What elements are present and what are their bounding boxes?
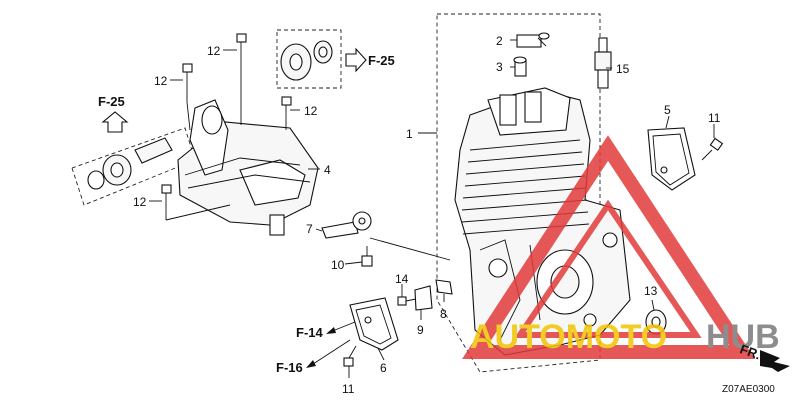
callout-2: 2 xyxy=(496,34,503,48)
arrow-front xyxy=(760,350,790,372)
callout-14: 14 xyxy=(395,272,409,286)
callout-12-right: 12 xyxy=(304,104,318,118)
ref-f25-top: F-25 xyxy=(368,53,395,68)
callout-10: 10 xyxy=(331,258,345,272)
callout-5: 5 xyxy=(664,103,671,117)
callout-1: 1 xyxy=(406,127,413,141)
crankcase-group-outline xyxy=(436,13,601,373)
callout-11-right: 11 xyxy=(708,111,721,125)
ref-f14: F-14 xyxy=(296,325,324,340)
watermark: AUTOMOTO HUB xyxy=(462,135,780,359)
pin-2 xyxy=(516,32,550,48)
leader-lines xyxy=(149,39,715,378)
callout-12-top: 12 xyxy=(207,44,221,58)
watermark-triangle xyxy=(462,135,755,359)
callout-12-bottom: 12 xyxy=(133,195,147,209)
ref-f16: F-16 xyxy=(276,360,303,375)
arrow-f16 xyxy=(306,339,351,368)
bolt-10 xyxy=(361,246,373,267)
bolt-12-right xyxy=(281,96,292,130)
callout-7: 7 xyxy=(306,222,313,236)
callout-8: 8 xyxy=(440,307,447,321)
crankcase xyxy=(454,87,631,356)
bolt-12-left xyxy=(182,63,193,102)
cover-assembly xyxy=(177,99,319,236)
spark-plug-15 xyxy=(594,37,612,89)
plate-9 xyxy=(414,285,433,311)
callout-3: 3 xyxy=(496,60,503,74)
tube-7 xyxy=(321,211,372,239)
watermark-text-a: AUTOMOTO xyxy=(470,318,667,356)
bracket-8 xyxy=(435,279,453,295)
callouts: 1 2 3 15 5 11 4 7 10 14 8 9 6 11 13 12 1… xyxy=(133,34,721,396)
callout-9: 9 xyxy=(417,323,424,337)
bearing-group-box-left xyxy=(71,127,196,206)
callout-13: 13 xyxy=(644,284,658,298)
bolt-11-right xyxy=(701,137,724,161)
ref-front: FR. xyxy=(738,341,763,362)
bolt-14 xyxy=(397,296,417,306)
callout-6: 6 xyxy=(380,361,387,375)
arrow-f25-top xyxy=(345,47,367,73)
bolt-12-bottom xyxy=(161,184,172,220)
callout-15: 15 xyxy=(616,62,630,76)
watermark-text-b: HUB xyxy=(706,318,780,356)
bolt-11-bottom xyxy=(343,345,357,367)
ref-f25-left: F-25 xyxy=(98,94,125,109)
bearings-top xyxy=(280,40,333,81)
bolt-12-top xyxy=(236,33,247,70)
dowel-3 xyxy=(513,56,527,77)
oil-seal-13 xyxy=(645,309,667,335)
cover-plate-6 xyxy=(349,297,399,351)
callout-12-left: 12 xyxy=(154,74,168,88)
bearings-left xyxy=(87,137,173,190)
arrow-f25-left xyxy=(101,111,129,133)
callout-4: 4 xyxy=(324,163,331,177)
callout-11-bottom: 11 xyxy=(342,382,355,396)
reference-labels: F-25 F-25 F-14 F-16 FR. Z07AE0300 xyxy=(98,53,775,395)
bearing-group-box-top xyxy=(276,29,342,89)
arrow-f14 xyxy=(326,321,356,334)
diagram-code: Z07AE0300 xyxy=(722,384,775,395)
cover-plate-5 xyxy=(647,127,696,191)
